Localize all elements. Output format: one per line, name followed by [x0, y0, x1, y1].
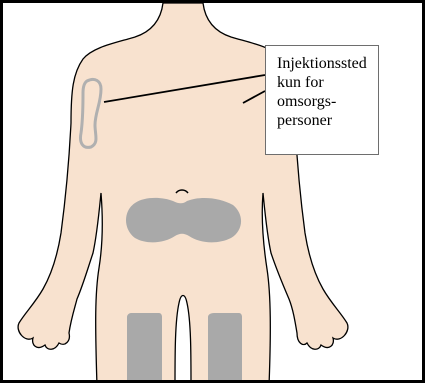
- callout-line: personer: [277, 111, 372, 130]
- injection-site-callout: Injektionssted kun for omsorgs- personer: [265, 45, 379, 155]
- right-thigh-zone: [208, 313, 242, 383]
- callout-line: kun for: [277, 73, 372, 92]
- callout-line: Injektionssted: [277, 54, 372, 73]
- left-thigh-zone: [127, 313, 162, 383]
- callout-line: omsorgs-: [277, 92, 372, 111]
